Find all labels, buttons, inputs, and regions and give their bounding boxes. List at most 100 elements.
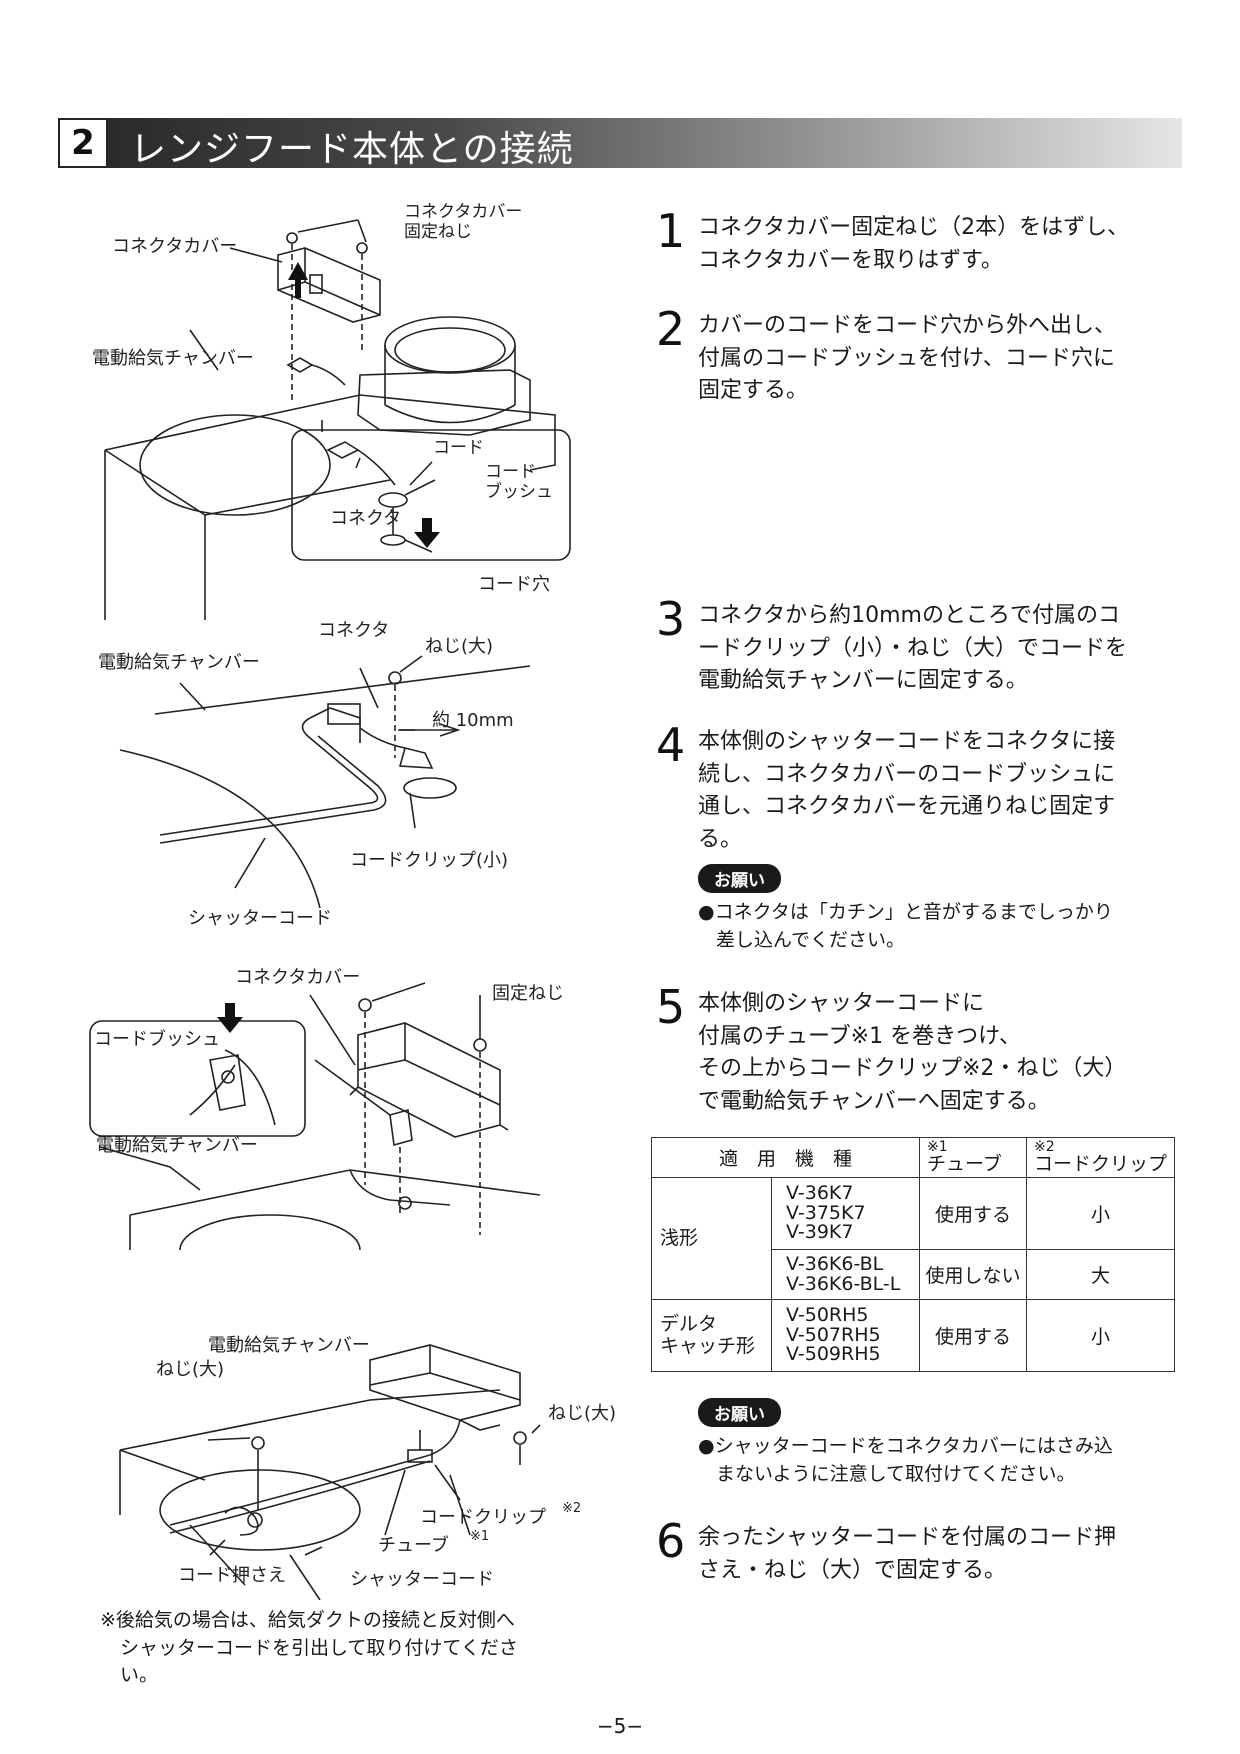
step-5: 5 本体側のシャッターコードに 付属のチューブ※1 を巻きつけ、 その上からコー…	[656, 984, 1176, 1118]
step-4-line: る。	[698, 826, 743, 852]
figure-shutter-cord-fixing-drawing	[119, 1344, 541, 1601]
step-2: 2 カバーのコードをコード穴から外へ出し、 付属のコードブッシュを付け、コード穴…	[656, 306, 1176, 408]
footnote-line: ※後給気の場合は、給気ダクトの接続と反対側へ	[100, 1609, 515, 1631]
section-number: 2	[58, 118, 108, 168]
label-screw-large-2: ねじ(大)	[425, 636, 494, 657]
table-header-row: 適 用 機 種 ※1 チューブ ※2 コードクリップ	[651, 1137, 1175, 1178]
table-row: デルタ キャッチ形 V-50RH5 V-507RH5 V-509RH5 使用する…	[651, 1299, 1175, 1372]
table-tube-cell: 使用しない	[919, 1249, 1027, 1300]
label-bushing-3: コードブッシュ	[94, 1029, 220, 1050]
notice-1-badge: お願い	[698, 864, 781, 894]
label-chamber: 電動給気チャンバー	[92, 348, 254, 369]
notice-1-text: ●コネクタは「カチン」と音がするまでしっかり 差し込んでください。	[698, 899, 1176, 954]
table-head-tube-mark: ※1	[927, 1139, 948, 1156]
table-group-shallow: 浅形	[651, 1177, 772, 1300]
label-screw-right-4: ねじ(大)	[548, 1403, 617, 1424]
label-distance-10mm: 約 10mm	[432, 710, 514, 731]
step-5-line: で電動給気チャンバーへ固定する。	[698, 1088, 1050, 1114]
step-4-text: 本体側のシャッターコードをコネクタに接 続し、コネクタカバーのコードブッシュに …	[698, 726, 1176, 856]
step-4: 4 本体側のシャッターコードをコネクタに接 続し、コネクタカバーのコードブッシュ…	[656, 722, 1176, 954]
step-1-line: コネクタカバーを取りはずす。	[698, 247, 1003, 273]
table-head-tube-label: チューブ	[927, 1153, 1002, 1176]
group-name-line: デルタ	[660, 1312, 718, 1335]
notice-1-line: 差し込んでください。	[716, 928, 906, 951]
section-title: レンジフード本体との接続	[130, 129, 574, 170]
model-table: 適 用 機 種 ※1 チューブ ※2 コードクリップ 浅形 V-36K7 V-3…	[651, 1137, 1175, 1372]
label-connector-cover: コネクタカバー	[112, 236, 238, 257]
table-models: V-36K7 V-375K7 V-39K7	[771, 1177, 920, 1250]
step-3-number: 3	[656, 592, 686, 646]
step-2-line: 固定する。	[698, 378, 809, 404]
step-4-number: 4	[656, 718, 686, 772]
figure-cover-refit-drawing	[89, 982, 541, 1286]
step-4-line: 続し、コネクタカバーのコードブッシュに	[698, 761, 1116, 787]
table-row: 浅形 V-36K7 V-375K7 V-39K7 使用する 小	[651, 1177, 1175, 1300]
notice-2: お願い ●シャッターコードをコネクタカバーにはさみ込 まないように注意して取付け…	[698, 1398, 1178, 1488]
step-6: 6 余ったシャッターコードを付属のコード押 さえ・ねじ（大）で固定する。	[656, 1518, 1176, 1587]
step-5-line: 本体側のシャッターコードに	[698, 991, 985, 1016]
table-head-clip-mark: ※2	[1034, 1139, 1055, 1156]
table-head-tube: ※1 チューブ	[919, 1137, 1027, 1178]
step-5-line: その上からコードクリップ※2・ねじ（大）	[698, 1056, 1127, 1082]
label-chamber-3: 電動給気チャンバー	[96, 1135, 258, 1156]
model-name: V-507RH5	[786, 1323, 881, 1346]
figure-cover-removal: コネクタカバー コネクタカバー 固定ねじ 電動給気チャンバー コード コード ブ…	[60, 200, 580, 620]
step-2-text: カバーのコードをコード穴から外へ出し、 付属のコードブッシュを付け、コード穴に …	[698, 310, 1176, 408]
figure-cover-refit: コネクタカバー 固定ねじ コードブッシュ 電動給気チャンバー	[60, 965, 580, 1286]
step-4-line: 本体側のシャッターコードをコネクタに接	[698, 729, 1116, 754]
figure-cover-removal-drawing	[104, 219, 571, 620]
mark-tube-4: ※1	[470, 1529, 490, 1544]
table-clip-cell: 小	[1026, 1299, 1175, 1372]
step-3-line: コネクタから約10mmのところで付属のコ	[698, 603, 1120, 628]
notice-2-line: ●シャッターコードをコネクタカバーにはさみ込	[698, 1435, 1113, 1457]
model-name: V-36K6-BL-L	[786, 1272, 901, 1295]
label-shutter-cord-4: シャッターコード	[350, 1569, 494, 1590]
model-name: V-50RH5	[786, 1303, 869, 1326]
figure-clip-fixing-drawing	[119, 655, 531, 909]
table-head-clip-label: コードクリップ	[1034, 1153, 1168, 1176]
model-name: V-375K7	[786, 1201, 866, 1224]
step-1: 1 コネクタカバー固定ねじ（2本）をはずし、 コネクタカバーを取りはずす。	[656, 208, 1176, 277]
label-shutter-cord-2: シャッターコード	[188, 908, 332, 929]
step-6-text: 余ったシャッターコードを付属のコード押 さえ・ねじ（大）で固定する。	[698, 1522, 1176, 1587]
footnote-line: い。	[120, 1664, 159, 1687]
table-head-clip: ※2 コードクリップ	[1026, 1137, 1175, 1178]
label-screw-left-4: ねじ(大)	[156, 1359, 225, 1380]
mark-clip-4: ※2	[562, 1501, 582, 1516]
table-clip-cell: 小	[1026, 1177, 1175, 1250]
section-header: 2 レンジフード本体との接続	[58, 118, 1182, 170]
notice-2-badge: お願い	[698, 1398, 781, 1427]
table-row: V-36K6-BL V-36K6-BL-L 使用しない 大	[652, 1249, 1175, 1300]
notice-1-line: ●コネクタは「カチン」と音がするまでしっかり	[698, 901, 1113, 924]
step-1-number: 1	[656, 204, 686, 258]
step-2-number: 2	[656, 302, 686, 356]
model-name: V-36K6-BL	[786, 1252, 884, 1275]
label-connector: コネクタ	[330, 508, 402, 529]
group-name-line: キャッチ形	[660, 1334, 756, 1357]
footnote-line: シャッターコードを引出して取り付けてくださ	[120, 1636, 518, 1659]
model-name: V-39K7	[786, 1221, 854, 1244]
step-1-text: コネクタカバー固定ねじ（2本）をはずし、 コネクタカバーを取りはずす。	[698, 212, 1176, 277]
step-2-line: カバーのコードをコード穴から外へ出し、	[698, 313, 1117, 338]
table-clip-cell: 大	[1026, 1249, 1175, 1300]
label-bushing-line1: コード	[485, 462, 536, 482]
figure-shutter-cord-fixing: 電動給気チャンバー ねじ(大) ねじ(大) コードクリップ ※2 チューブ ※1…	[60, 1255, 620, 1601]
label-cord: コード	[433, 438, 484, 458]
label-cover-screw-line1: コネクタカバー	[404, 202, 523, 222]
label-clip-4: コードクリップ	[420, 1507, 546, 1528]
label-connector-cover-3: コネクタカバー	[235, 967, 361, 988]
model-name: V-509RH5	[786, 1343, 881, 1366]
table-tube-cell: 使用する	[919, 1299, 1027, 1372]
step-1-line: コネクタカバー固定ねじ（2本）をはずし、	[698, 215, 1130, 240]
step-2-line: 付属のコードブッシュを付け、コード穴に	[698, 345, 1115, 371]
step-3-line: 電動給気チャンバーに固定する。	[698, 668, 1028, 694]
label-chamber-4: 電動給気チャンバー	[208, 1335, 370, 1356]
step-4-line: 通し、コネクタカバーを元通りねじ固定す	[698, 794, 1116, 820]
label-cover-screw-line2: 固定ねじ	[404, 222, 472, 242]
step-5-line: 付属のチューブ※1 を巻きつけ、	[698, 1023, 1022, 1049]
table-group-delta: デルタ キャッチ形	[651, 1299, 772, 1372]
page-number: −5−	[596, 1714, 644, 1738]
step-6-line: 余ったシャッターコードを付属のコード押	[698, 1525, 1117, 1550]
label-bushing-line2: ブッシュ	[485, 482, 553, 502]
step-5-text: 本体側のシャッターコードに 付属のチューブ※1 を巻きつけ、 その上からコードク…	[698, 988, 1176, 1118]
